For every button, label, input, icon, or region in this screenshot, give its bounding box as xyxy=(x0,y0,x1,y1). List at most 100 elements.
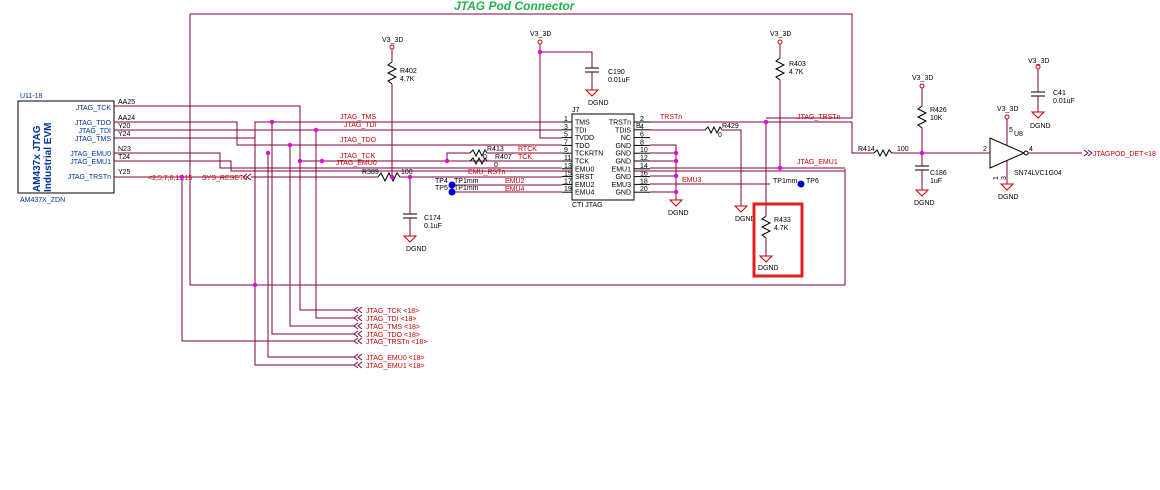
net-tck-label: JTAG_TCK xyxy=(340,153,376,160)
net-emu-rstn-label: EMU_RSTn xyxy=(468,169,505,176)
c186-gnd: DGND xyxy=(914,200,935,207)
net-emu0-label: JTAG_EMU0 xyxy=(336,160,377,167)
r413-ref: R413 xyxy=(487,146,504,153)
j7-right-pin-num: 14 xyxy=(640,163,648,170)
u8-part: SN74LVC1G04 xyxy=(1014,170,1062,177)
c186-value: 1uF xyxy=(930,178,942,185)
u11-ball-n23: N23 xyxy=(118,146,131,153)
c190-value: 0.01uF xyxy=(608,77,630,84)
j7-left-pin-num: 13 xyxy=(564,163,572,170)
offpage-jtag-emu1: JTAG_EMU1 <18> xyxy=(353,361,425,370)
c190-gnd: DGND xyxy=(588,100,609,107)
offpage-jtag-tck: JTAG_TCK <18> xyxy=(353,306,419,315)
j7-left-pin-num: 19 xyxy=(564,186,572,193)
j7-gnd: DGND xyxy=(668,210,689,217)
net-tck-short-label: TCK xyxy=(518,154,532,161)
j7-right-pin-num: 10 xyxy=(640,147,648,154)
j7-right-pin-num: 6 xyxy=(640,132,644,139)
pod-det-ref: <18 xyxy=(1144,151,1156,158)
r402-pullup: V3_3D R402 4.7K C174 0.1uF DGND xyxy=(382,37,442,253)
j7-key: B xyxy=(636,123,641,130)
u11-ball-y24: Y24 xyxy=(118,131,131,138)
u8-pin-gnd: 3 xyxy=(1001,176,1008,180)
r433-ref: R433 xyxy=(774,217,791,224)
u11-wires xyxy=(114,105,845,178)
j7-left-pin-name: TDI xyxy=(575,127,586,134)
pod-det-label: JTAGPOD_DET xyxy=(1093,151,1144,158)
r389-resistor: R389 100 xyxy=(362,169,562,183)
svg-text:JTAG_EMU0 <18>: JTAG_EMU0 <18> xyxy=(366,355,425,362)
c41-value: 0.01uF xyxy=(1053,98,1075,105)
tp5-value: TP1mm xyxy=(454,185,479,192)
net-tdo-label: JTAG_TDO xyxy=(340,137,377,144)
tp4-ref: TP4 xyxy=(435,178,448,185)
u11-pin-tms: JTAG_TMS xyxy=(75,136,111,143)
j7-right-wires: TRSTn R429 0 DGND DGND JTAG_EMU1 EMU3 TP… xyxy=(650,114,852,223)
j7-right-pin-num: 18 xyxy=(640,178,648,185)
u11-part: AM437X_ZDN xyxy=(20,197,65,204)
r414-ref: R414 xyxy=(858,146,875,153)
tp4-value: TP1mm xyxy=(454,178,479,185)
j7-left-pin-name: TDO xyxy=(575,143,590,150)
pod-detect-circuit: R414 100 V3_3D R426 10K C186 1uF DGND 2 … xyxy=(851,58,1156,207)
tvdd-supply: V3_3D C190 0.01uF DGND xyxy=(530,31,630,139)
reset-net: SYS_RESETn xyxy=(202,175,247,182)
net-emu2-label: EMU2 xyxy=(505,178,525,185)
net-emu4-label: EMU4 xyxy=(505,186,525,193)
u11-ball-aa25: AA25 xyxy=(118,99,135,106)
outer-bus-frame xyxy=(189,13,853,286)
r402-power: V3_3D xyxy=(382,37,403,44)
r426-power: V3_3D xyxy=(912,75,933,82)
junction-dots xyxy=(179,49,925,288)
j7-left-pin-num: 5 xyxy=(564,132,568,139)
j7-left-pin-name: TVDD xyxy=(575,135,594,142)
u8-pin-out: 4 xyxy=(1029,146,1033,153)
c190-ref: C190 xyxy=(608,69,625,76)
u8-ref: U8 xyxy=(1014,131,1023,138)
net-labels-left: JTAG_TMS JTAG_TDI JTAG_TDO JTAG_TCK JTAG… xyxy=(336,114,377,167)
offpage-connectors: JTAG_TCK <18> JTAG_TDI <18> JTAG_TMS <18… xyxy=(353,306,427,370)
net-trstn-label: JTAG_TRSTn xyxy=(797,114,841,121)
j7-left-pin-num: 1 xyxy=(564,116,568,123)
tp6-ref: TP6 xyxy=(806,178,819,185)
u8-pin-vcc: 5 xyxy=(1009,127,1013,134)
j7-right-pin-name: NC xyxy=(621,135,631,142)
j7-left-pin-num: 3 xyxy=(564,124,568,131)
j7-left-pin-num: 7 xyxy=(564,139,568,146)
j7-left-pin-name: TCKRTN xyxy=(575,151,603,158)
u11-ball-y25: Y25 xyxy=(118,169,131,176)
j7-right-pin-name: GND xyxy=(615,159,631,166)
svg-text:JTAG_TCK <18>: JTAG_TCK <18> xyxy=(366,308,419,315)
sheet-title: JTAG Pod Connector xyxy=(454,0,576,13)
j7-right-pin-num: 2 xyxy=(640,116,644,123)
r389-ref: R389 xyxy=(362,169,379,176)
svg-text:JTAG_TRSTn <18>: JTAG_TRSTn <18> xyxy=(366,339,427,346)
tp5-ref: TP5 xyxy=(435,185,448,192)
j7-right-pin-name: GND xyxy=(615,190,631,197)
offpage-drops xyxy=(181,122,354,366)
highlight-box xyxy=(752,202,804,278)
offpage-jtag-emu0: JTAG_EMU0 <18> xyxy=(353,353,425,362)
j7-right-pin-num: 12 xyxy=(640,155,648,162)
u11-name-line2: Industrial EVM xyxy=(43,123,54,192)
r403-power: V3_3D xyxy=(770,31,791,38)
r414-value: 100 xyxy=(897,146,909,153)
svg-text:JTAG_TDI <18>: JTAG_TDI <18> xyxy=(366,316,416,323)
u11-pin-emu0: JTAG_EMU0 xyxy=(70,151,111,158)
j7-right-pin-name: EMU1 xyxy=(612,166,632,173)
r433-value: 4.7K xyxy=(774,225,789,232)
net-tms-label: JTAG_TMS xyxy=(340,114,376,121)
u11-pin-tdo: JTAG_TDO xyxy=(75,120,112,127)
j7-left-pin-name: SRST xyxy=(575,174,594,181)
tp6-value: TP1mm xyxy=(773,178,798,185)
u11-pin-trstn: JTAG_TRSTn xyxy=(68,174,112,181)
svg-text:JTAG_TMS <18>: JTAG_TMS <18> xyxy=(366,324,420,331)
c174-ref: C174 xyxy=(424,215,441,222)
offpage-jtag-tms: JTAG_TMS <18> xyxy=(353,322,420,331)
r426-value: 10K xyxy=(930,115,943,122)
u11-pin-tck: JTAG_TCK xyxy=(76,105,112,112)
net-tdi-label: JTAG_TDI xyxy=(344,122,377,129)
offpage-jtag-tdo: JTAG_TDO <18> xyxy=(353,330,420,339)
c174-value: 0.1uF xyxy=(424,223,442,230)
net-emu1-label: JTAG_EMU1 xyxy=(797,159,838,166)
